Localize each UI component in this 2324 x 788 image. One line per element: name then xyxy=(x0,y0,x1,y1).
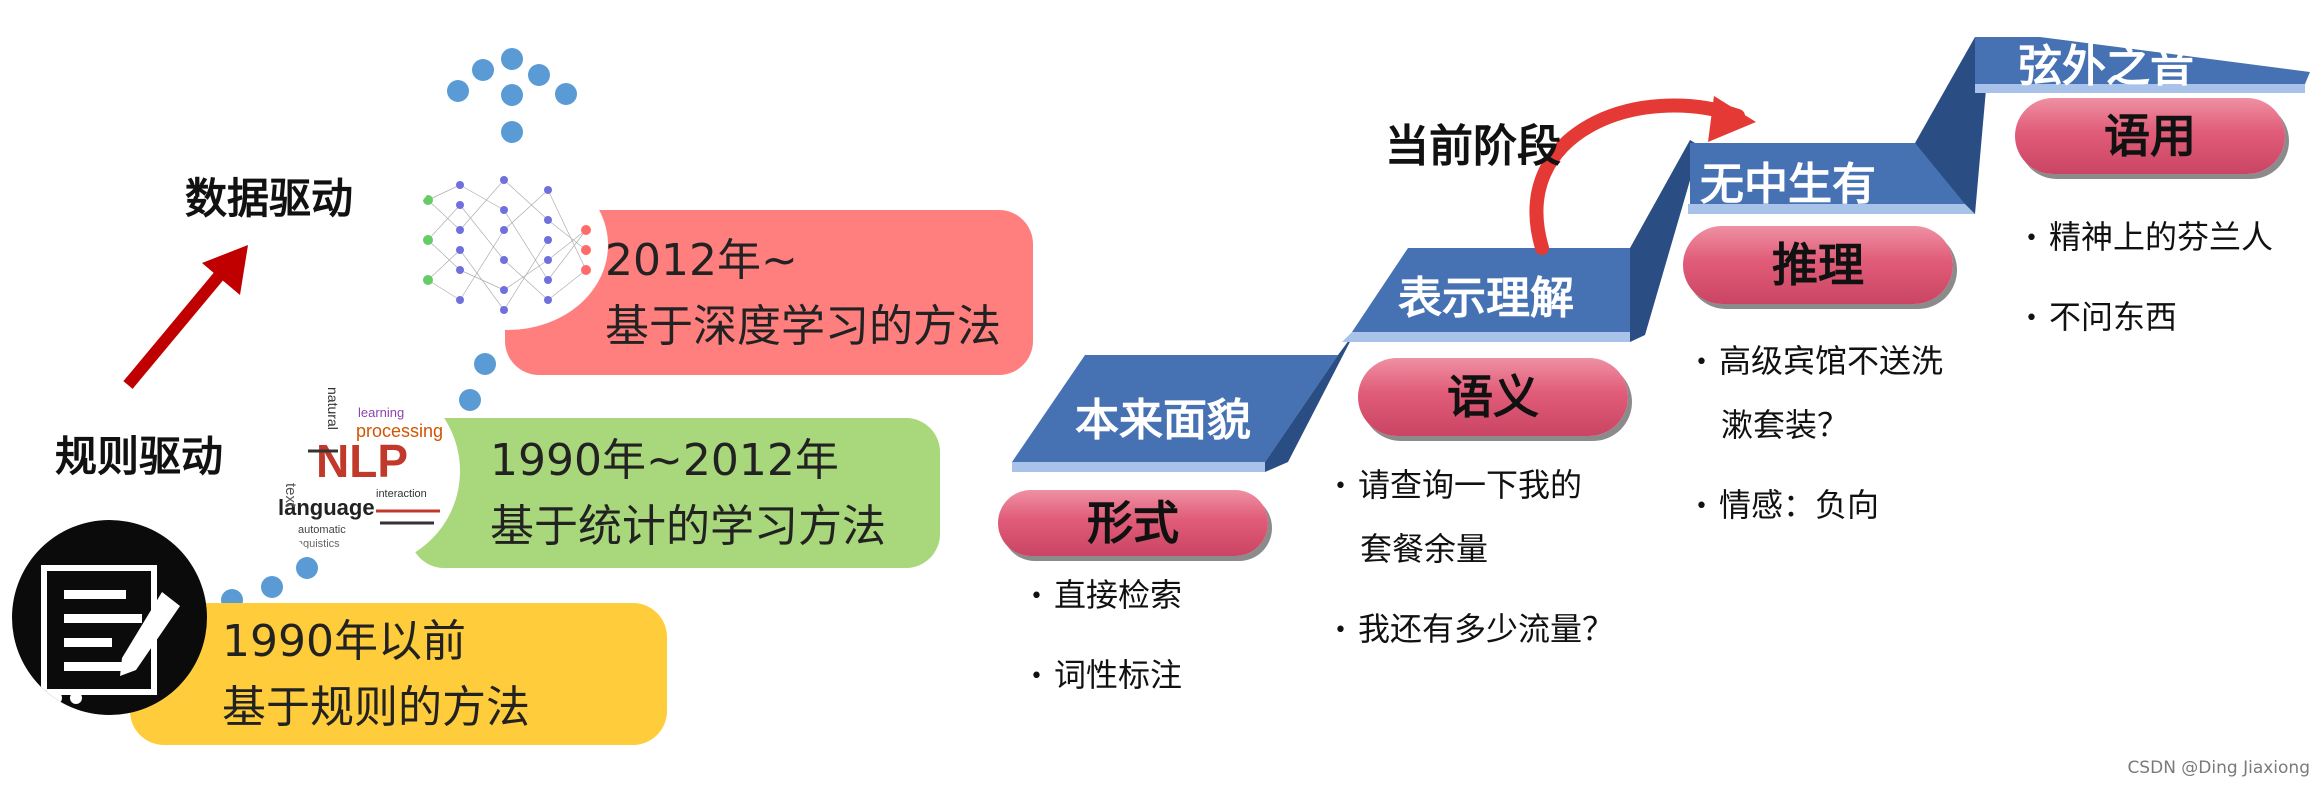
word-cloud-language: language xyxy=(278,495,375,520)
pill-reasoning: 推理 xyxy=(1683,226,1953,304)
bullet-item: •我还有多少流量？ xyxy=(1334,610,1615,648)
bullet-item: •请查询一下我的 套餐余量 xyxy=(1334,466,1583,568)
step-title-4: 弦外之音 xyxy=(2018,41,2194,92)
step-title-2: 表示理解 xyxy=(1398,273,1574,324)
bullet-item: •词性标注 xyxy=(1030,656,1183,694)
current-stage-arrow-icon xyxy=(1529,96,1756,255)
document-edit-icon xyxy=(12,520,207,715)
bullet-item: •精神上的芬兰人 xyxy=(2025,218,2274,256)
bullet-item: •情感：负向 xyxy=(1695,486,1880,524)
rule-driven-label: 规则驱动 xyxy=(55,432,224,481)
pill-pragmatics: 语用 xyxy=(2015,98,2285,174)
nlp-word-cloud-icon: NLP natural language processing learning… xyxy=(268,375,460,567)
word-cloud-interaction: interaction xyxy=(376,488,427,500)
word-cloud-processing: processing xyxy=(356,421,443,441)
pill-form: 形式 xyxy=(998,490,1268,556)
data-driven-label: 数据驱动 xyxy=(185,174,354,223)
watermark: CSDN @Ding Jiaxiong xyxy=(2127,758,2310,778)
word-cloud-automatic: automatic xyxy=(298,524,346,536)
era-statistical: 1990年~2012年 基于统计的学习方法 xyxy=(410,418,940,568)
bullet-item: •高级宾馆不送洗 漱套装？ xyxy=(1695,342,1944,444)
word-cloud-nlp: NLP xyxy=(316,435,408,487)
pill-semantics: 语义 xyxy=(1358,358,1628,436)
neural-network-icon xyxy=(408,160,608,330)
bullet-item: •直接检索 xyxy=(1030,576,1183,614)
word-cloud-natural: natural xyxy=(325,387,341,430)
word-cloud-learning: learning xyxy=(358,405,404,420)
up-arrow-icon xyxy=(123,245,248,389)
step-title-3: 无中生有 xyxy=(1700,159,1876,210)
era-rule-based: 1990年以前 基于规则的方法 xyxy=(130,603,667,745)
current-stage-label: 当前阶段 xyxy=(1385,121,1561,172)
bullet-item: •不问东西 xyxy=(2025,298,2178,336)
word-cloud-text: text xyxy=(282,483,299,508)
step-title-1: 本来面貌 xyxy=(1075,395,1251,446)
